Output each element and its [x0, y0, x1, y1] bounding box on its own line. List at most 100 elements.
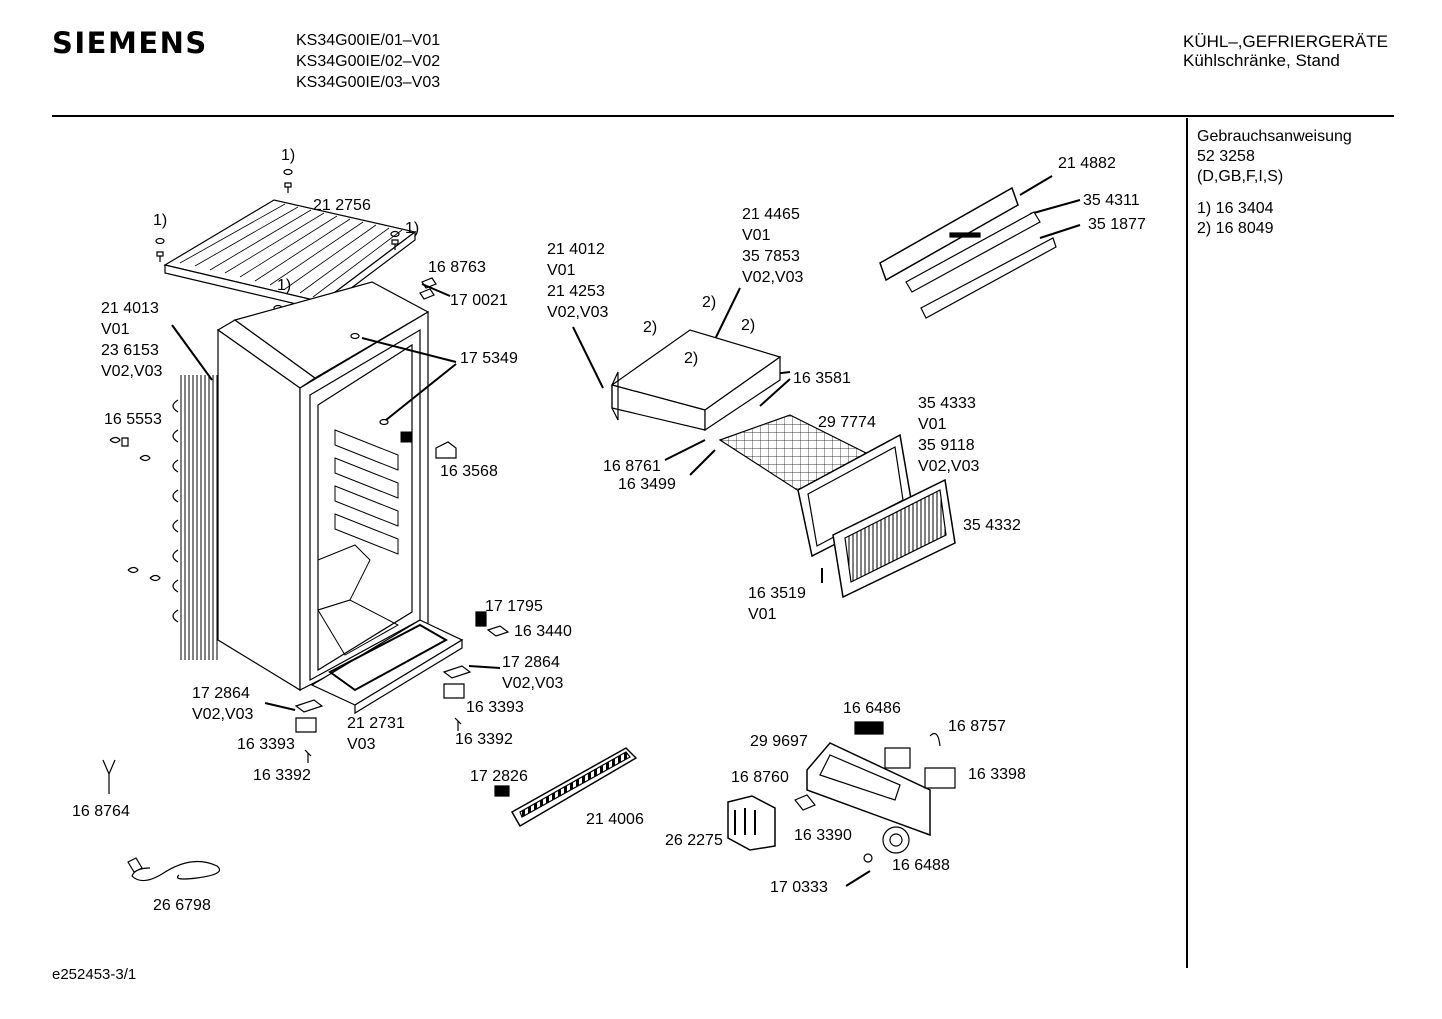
part-label-group: 16 3519 V01 — [748, 583, 806, 625]
manual-number: 52 3258 — [1197, 148, 1255, 165]
kick-plate-grille — [494, 747, 638, 828]
part-number: 21 4012 — [547, 241, 605, 258]
footnote-marker: 2) — [741, 317, 756, 334]
part-label: 16 8760 — [731, 769, 789, 786]
footnote-marker: 1) — [153, 212, 168, 229]
hinge-part — [109, 277, 510, 763]
part-label: 16 5553 — [104, 411, 162, 428]
variant-code: V01 — [101, 321, 130, 338]
part-label-group: 21 4465 V01 35 7853 V02,V03 — [742, 204, 803, 288]
part-label-group: 17 2864 V02,V03 — [502, 652, 563, 694]
part-number: 17 2864 — [502, 654, 560, 671]
manual-label: Gebrauchsanweisung — [1197, 128, 1352, 145]
part-label: 16 3392 — [455, 731, 513, 748]
sidebar-divider — [1186, 118, 1188, 968]
part-label: 17 0333 — [770, 879, 828, 896]
part-label-group: 21 4013 V01 23 6153 V02,V03 — [101, 298, 162, 382]
part-label: 35 4332 — [963, 517, 1021, 534]
variant-code: V01 — [918, 416, 947, 433]
brand-logo: SIEMENS — [52, 26, 208, 60]
part-number: 35 7853 — [742, 248, 800, 265]
part-number: 21 4253 — [547, 283, 605, 300]
part-label: 16 3392 — [253, 767, 311, 784]
footnote-marker: 2) — [702, 294, 717, 311]
footnote-marker: 2) — [643, 319, 658, 336]
footnote-marker: 1) — [405, 220, 420, 237]
variant-code: V02,V03 — [192, 706, 254, 723]
part-label: 16 8761 — [603, 458, 661, 475]
footnote-2: 2) 16 8049 — [1197, 220, 1274, 237]
manual-languages: (D,GB,F,I,S) — [1197, 168, 1284, 185]
part-label: 17 1795 — [485, 598, 543, 615]
category-title: KÜHL–,GEFRIERGERÄTE — [1183, 32, 1388, 51]
exploded-parts-drawing — [102, 168, 1081, 887]
power-cord — [102, 759, 221, 882]
part-label: 21 4882 — [1058, 155, 1116, 172]
cabinet-body — [216, 281, 430, 692]
screw-icon — [283, 168, 293, 193]
condenser-grille — [172, 375, 218, 660]
drawing-code: e252453-3/1 — [52, 966, 137, 983]
part-label-group: 21 2731 V03 — [347, 713, 405, 755]
variant-code: V01 — [748, 606, 777, 623]
part-label: 29 7774 — [818, 414, 876, 431]
part-number: 21 2731 — [347, 715, 405, 732]
footnote-1: 1) 16 3404 — [1197, 200, 1274, 217]
part-label: 16 3393 — [466, 699, 524, 716]
part-label-group: 17 2864 V02,V03 — [192, 683, 253, 725]
variant-code: V01 — [742, 227, 771, 244]
screw-icon — [390, 230, 400, 250]
freezer-box — [610, 329, 782, 432]
part-label: 16 3568 — [440, 463, 498, 480]
part-label: 16 8764 — [72, 803, 130, 820]
part-label: 29 9697 — [750, 733, 808, 750]
part-number: 17 2864 — [192, 685, 250, 702]
part-label: 17 2826 — [470, 768, 528, 785]
part-label: 26 2275 — [665, 832, 723, 849]
control-panel-strip — [879, 186, 1057, 319]
sidebar-notes: Gebrauchsanweisung 52 3258 (D,GB,F,I,S) … — [1197, 127, 1352, 239]
part-label: 16 3393 — [237, 736, 295, 753]
variant-code: V02,V03 — [502, 675, 564, 692]
header-divider — [52, 115, 1394, 117]
screw-icon — [155, 237, 165, 262]
part-label: 21 4006 — [586, 811, 644, 828]
part-label: 16 3581 — [793, 370, 851, 387]
part-number: 21 4013 — [101, 300, 159, 317]
variant-code: V01 — [547, 262, 576, 279]
part-label: 35 1877 — [1088, 216, 1146, 233]
part-label: 26 6798 — [153, 897, 211, 914]
variant-code: V02,V03 — [742, 269, 804, 286]
part-label: 16 8763 — [428, 259, 486, 276]
model-number: KS34G00IE/02–V02 — [296, 53, 441, 70]
part-label: 16 6488 — [892, 857, 950, 874]
part-label: 16 3398 — [968, 766, 1026, 783]
part-label-group: 21 4012 V01 21 4253 V02,V03 — [547, 239, 608, 323]
part-number: 16 3519 — [748, 585, 806, 602]
part-label: 16 3499 — [618, 476, 676, 493]
variant-code: V02,V03 — [101, 363, 163, 380]
variant-code: V02,V03 — [547, 304, 609, 321]
part-label: 21 2756 — [313, 197, 371, 214]
door-flap — [832, 478, 956, 599]
model-list: KS34G00IE/01–V01 KS34G00IE/02–V02 KS34G0… — [296, 30, 440, 93]
category-subtitle: Kühlschränke, Stand — [1183, 51, 1340, 70]
footnote-marker: 2) — [684, 350, 699, 367]
switch-block — [727, 794, 816, 851]
spacer — [1197, 187, 1352, 199]
part-label: 16 3390 — [794, 827, 852, 844]
part-number: 35 9118 — [918, 437, 975, 454]
part-number: 21 4465 — [742, 206, 800, 223]
part-label: 35 4311 — [1083, 192, 1140, 209]
category-block: KÜHL–,GEFRIERGERÄTE Kühlschränke, Stand — [1183, 32, 1388, 70]
part-label: 17 5349 — [460, 350, 518, 367]
part-label-group: 35 4333 V01 35 9118 V02,V03 — [918, 393, 979, 477]
footnote-marker: 1) — [281, 147, 296, 164]
part-label: 16 3440 — [514, 623, 572, 640]
footnote-marker: 1) — [277, 277, 292, 294]
part-number: 23 6153 — [101, 342, 159, 359]
lamp-housing — [806, 721, 956, 863]
part-label: 16 6486 — [843, 700, 901, 717]
variant-code: V03 — [347, 736, 376, 753]
base-tray — [310, 619, 464, 715]
